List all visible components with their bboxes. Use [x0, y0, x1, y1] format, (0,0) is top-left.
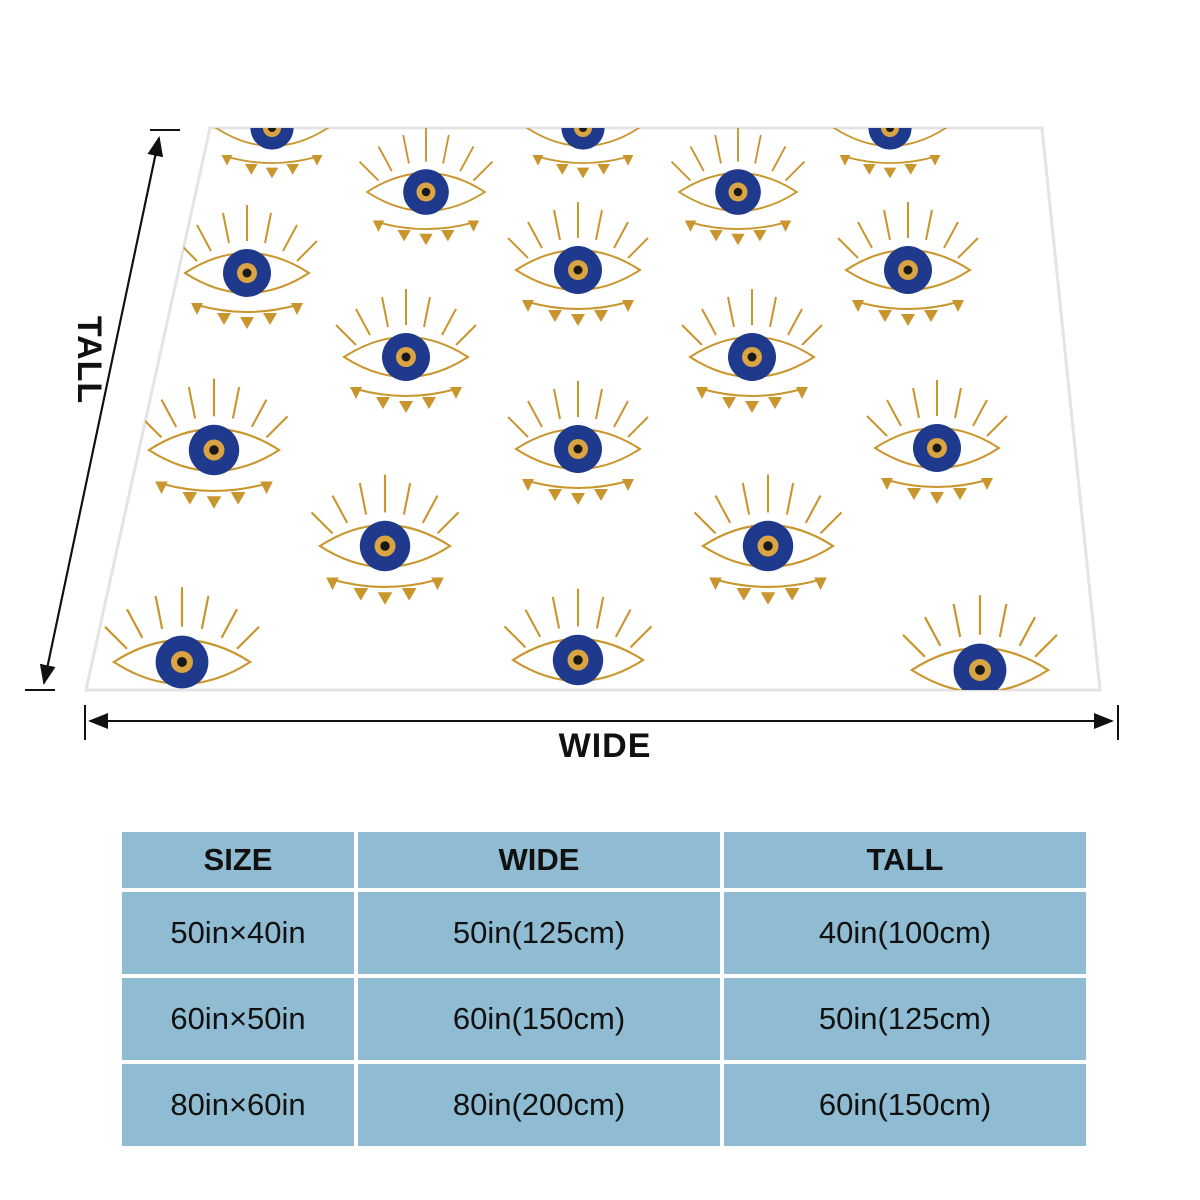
size-cell: 60in×50in [122, 978, 354, 1060]
size-cell: 80in×60in [122, 1064, 354, 1146]
header-tall: TALL [724, 832, 1086, 888]
tall-cell: 50in(125cm) [724, 978, 1086, 1060]
tall-dimension-line [25, 129, 180, 691]
wide-cell: 80in(200cm) [358, 1064, 720, 1146]
tall-cell: 40in(100cm) [724, 892, 1086, 974]
tall-label: TALL [70, 315, 108, 405]
header-wide: WIDE [358, 832, 720, 888]
tall-cell: 60in(150cm) [724, 1064, 1086, 1146]
header-size: SIZE [122, 832, 354, 888]
table-row: 80in×60in 80in(200cm) 60in(150cm) [122, 1064, 1086, 1146]
table-row: 60in×50in 60in(150cm) 50in(125cm) [122, 978, 1086, 1060]
blanket-figure [25, 126, 1119, 740]
size-cell: 50in×40in [122, 892, 354, 974]
wide-cell: 50in(125cm) [358, 892, 720, 974]
size-table: SIZE WIDE TALL 50in×40in 50in(125cm) 40i… [118, 828, 1090, 1150]
wide-cell: 60in(150cm) [358, 978, 720, 1060]
wide-dimension-line [84, 705, 1119, 740]
table-row: 50in×40in 50in(125cm) 40in(100cm) [122, 892, 1086, 974]
table-header-row: SIZE WIDE TALL [122, 832, 1086, 888]
wide-label: WIDE [558, 727, 652, 765]
blanket [84, 126, 1102, 692]
